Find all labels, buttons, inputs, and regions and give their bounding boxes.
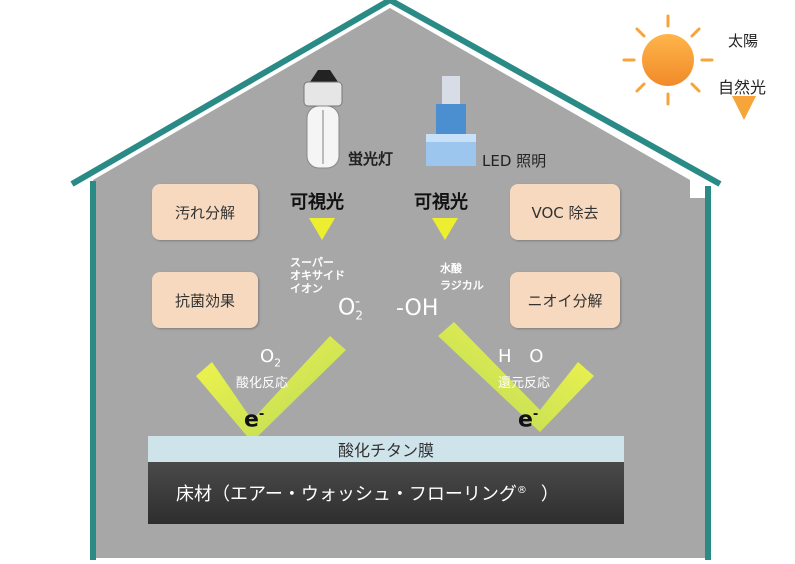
floor-reg-mark: ® — [516, 485, 527, 496]
visible-light-arrow-left-icon — [309, 218, 335, 240]
superoxide-name-line-1: スーパー — [290, 256, 334, 269]
reduction-arrow-icon — [438, 322, 594, 432]
floor-material-label: 床材（エアー・ウォッシュ・フローリング® ） — [148, 480, 559, 506]
floor-label-text: 床材（エアー・ウォッシュ・フローリング — [176, 484, 517, 505]
floor-label-close: ） — [540, 484, 559, 505]
visible-light-label-left: 可視光 — [290, 192, 344, 213]
oxidation-molecule-letter: O — [260, 346, 275, 367]
superoxide-name-line-2: オキサイド — [290, 269, 345, 282]
effect-box-antibacterial: 抗菌効果 — [152, 272, 258, 328]
electron-right-letter: e — [518, 407, 533, 433]
superoxide-symbol: O2- — [338, 294, 368, 323]
superoxide-subscript: 2 — [355, 308, 363, 323]
electron-left-letter: e — [244, 407, 259, 433]
fluorescent-lamp-icon — [303, 70, 343, 169]
superoxide-name: スーパー オキサイド イオン — [290, 256, 345, 295]
hydroxyl-name: 水酸 ラジカル — [440, 262, 484, 292]
superoxide-superscript: - — [354, 294, 361, 310]
titanium-oxide-film: 酸化チタン膜 — [148, 436, 624, 462]
hydroxyl-name-line-2: ラジカル — [440, 279, 484, 292]
superoxide-name-line-3: イオン — [290, 282, 323, 295]
led-lamp-icon — [426, 76, 476, 166]
effect-box-odor-decomposition: ニオイ分解 — [510, 272, 620, 328]
electron-right-sup: - — [532, 407, 539, 422]
effect-box-dirt-decomposition: 汚れ分解 — [152, 184, 258, 240]
oxidation-molecule: O2 — [260, 346, 281, 370]
hydroxyl-name-line-1: 水酸 — [440, 262, 462, 275]
floor-material: 床材（エアー・ウォッシュ・フローリング® ） — [148, 462, 624, 524]
electron-left: e- — [244, 404, 271, 431]
sun-label: 太陽 — [728, 32, 759, 50]
electron-right: e- — [518, 404, 545, 431]
natural-light-label: 自然光 — [718, 78, 767, 97]
house-roof-outline — [70, 0, 722, 187]
effect-box-voc-removal: VOC 除去 — [510, 184, 620, 240]
sun-icon — [622, 14, 714, 106]
sunlight-arrow-icon — [732, 96, 756, 120]
hydroxyl-symbol: -OH — [396, 296, 439, 321]
oxidation-molecule-subscript: 2 — [274, 356, 282, 370]
titanium-oxide-film-label: 酸化チタン膜 — [337, 441, 434, 460]
led-label: LED 照明 — [482, 152, 547, 170]
fluorescent-label: 蛍光灯 — [348, 150, 394, 168]
oxidation-label: 酸化反応 — [236, 376, 289, 391]
oxidation-arrow-icon — [196, 336, 346, 442]
electron-left-sup: - — [258, 407, 265, 422]
visible-light-arrow-right-icon — [432, 218, 458, 240]
visible-light-label-right: 可視光 — [414, 192, 468, 213]
superoxide-letter: O — [338, 295, 356, 321]
reduction-molecule: H O — [498, 346, 550, 367]
reduction-label: 還元反応 — [498, 376, 551, 391]
